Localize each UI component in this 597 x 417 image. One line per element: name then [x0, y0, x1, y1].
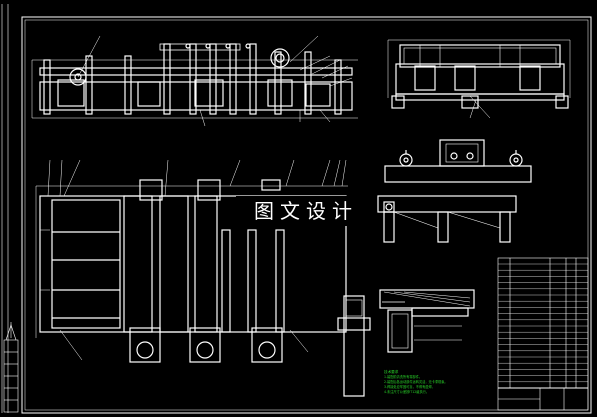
clamp-detail: [384, 139, 532, 183]
watermark-text: 图文设计: [236, 196, 376, 226]
sheet-border: [1, 4, 592, 414]
notes-line: 4.未注尺寸公差按IT12级执行。: [384, 390, 430, 394]
side-view-leaders: [469, 95, 491, 119]
title-block-rows: [498, 263, 588, 382]
notes-heading: 技术要求: [384, 370, 399, 374]
notes-line: 2.装配后各运动部件运转灵活，无卡滞现象。: [384, 380, 448, 384]
vertical-post-detail: [337, 295, 371, 397]
section-detail: [379, 289, 475, 353]
technical-notes: 技术要求 1.装配前清洗所有零部件。 2.装配后各运动部件运转灵活，无卡滞现象。…: [384, 370, 494, 395]
side-elevation-view: [387, 39, 571, 109]
notes-line: 1.装配前清洗所有零部件。: [384, 375, 423, 379]
trolley-detail: [377, 195, 517, 243]
front-elevation-view: [31, 43, 358, 119]
plan-view: [35, 179, 348, 363]
title-block: [497, 257, 589, 411]
front-view-leaders: [77, 35, 353, 127]
notes-line: 3.焊接处应牢固可靠，不得有虚焊。: [384, 385, 435, 389]
left-margin-strip: [3, 322, 19, 413]
plan-view-leaders: [47, 159, 347, 361]
